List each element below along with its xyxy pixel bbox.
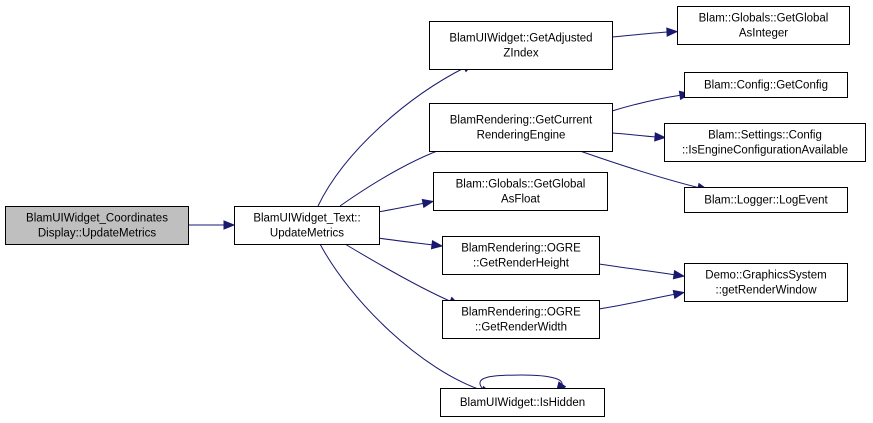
node-box [234, 206, 380, 245]
arrowhead [430, 240, 444, 250]
node-label-line: Blam::Globals::GetGlobal [456, 179, 586, 191]
node-label-line: BlamRendering::OGRE [461, 243, 581, 255]
edge-update-metrics-to-ogre-get-render-height [377, 237, 444, 250]
call-graph-nodes: BlamUIWidget_CoordinatesDisplay::UpdateM… [5, 6, 866, 417]
node-label-line: BlamUIWidget::IsHidden [460, 397, 585, 409]
edge-line [598, 263, 677, 276]
node-label-line: UpdateMetrics [270, 228, 344, 240]
node-label-line: AsInteger [739, 28, 788, 40]
edge-root-to-update-metrics [187, 220, 236, 230]
edge-line [377, 202, 426, 213]
node-update-metrics[interactable]: BlamUIWidget_Text::UpdateMetrics [234, 206, 380, 245]
arrowhead [654, 132, 667, 142]
node-label-line: BlamUIWidget_Coordinates [26, 213, 168, 225]
node-label-line: BlamRendering::OGRE [461, 307, 581, 319]
node-label-line: ZIndex [503, 48, 538, 60]
node-label-line: ::GetRenderWidth [475, 322, 567, 334]
node-get-config[interactable]: Blam::Config::GetConfig [684, 72, 848, 98]
node-box [684, 263, 848, 302]
node-label-line: ::IsEngineConfigurationAvailable [682, 145, 848, 157]
edge-get-current-rendering-engine-to-is-engine-configuration-available [611, 132, 667, 142]
node-box [429, 21, 613, 70]
node-label-line: BlamUIWidget::GetAdjusted [449, 33, 592, 45]
node-box [440, 388, 605, 417]
arrowhead [672, 289, 686, 300]
node-label-line: Display::UpdateMetrics [38, 228, 156, 240]
node-ogre-get-render-height[interactable]: BlamRendering::OGRE::GetRenderHeight [442, 236, 600, 275]
edge-line [339, 146, 449, 207]
node-box [433, 172, 608, 211]
node-box [442, 300, 600, 339]
node-ogre-get-render-width[interactable]: BlamRendering::OGRE::GetRenderWidth [442, 300, 600, 339]
node-box [684, 72, 848, 98]
edge-line [479, 374, 563, 389]
edge-line [598, 293, 677, 310]
node-label-line: BlamRendering::GetCurrent [450, 115, 593, 127]
node-box [5, 206, 189, 245]
edge-line [317, 66, 467, 207]
node-box [677, 6, 850, 45]
edge-update-metrics-to-get-global-as-float [377, 198, 435, 213]
node-label-line: Blam::Config::GetConfig [704, 80, 828, 92]
edge-ogre-get-render-width-to-get-render-window [598, 289, 686, 310]
node-label-line: Demo::GraphicsSystem [705, 270, 826, 282]
node-label-line: ::GetRenderHeight [473, 258, 570, 270]
node-label-line: BlamUIWidget_Text:: [253, 213, 360, 225]
edge-get-adjusted-zindex-to-get-global-as-integer [611, 27, 679, 38]
edge-ogre-get-render-height-to-get-render-window [598, 263, 686, 280]
node-box [442, 236, 600, 275]
edge-line [319, 243, 485, 392]
edge-line [611, 31, 670, 38]
node-log-event[interactable]: Blam::Logger::LogEvent [684, 187, 848, 213]
node-label-line: Blam::Logger::LogEvent [704, 195, 828, 207]
arrowhead [421, 198, 435, 209]
node-label-line: Blam::Settings::Config [708, 130, 822, 142]
node-root: BlamUIWidget_CoordinatesDisplay::UpdateM… [5, 206, 189, 245]
node-box [684, 187, 848, 213]
edge-line [611, 94, 683, 112]
node-get-render-window[interactable]: Demo::GraphicsSystem::getRenderWindow [684, 263, 848, 302]
edge-line [344, 243, 453, 303]
node-box [664, 123, 866, 162]
node-box [429, 103, 613, 152]
arrowhead [666, 27, 679, 37]
node-is-engine-configuration-available[interactable]: Blam::Settings::Config::IsEngineConfigur… [664, 123, 866, 162]
node-is-hidden[interactable]: BlamUIWidget::IsHidden [440, 388, 605, 417]
node-label-line: AsFloat [501, 194, 541, 206]
arrowhead [223, 220, 236, 230]
edge-line [579, 150, 701, 189]
edge-get-current-rendering-engine-to-get-config [611, 90, 692, 112]
node-label-line: Blam::Globals::GetGlobal [699, 13, 829, 25]
node-label-line: RenderingEngine [477, 130, 566, 142]
edge-line [377, 237, 435, 246]
edge-line [611, 132, 658, 138]
node-label-line: ::getRenderWindow [716, 285, 818, 297]
arrowhead [672, 269, 686, 280]
